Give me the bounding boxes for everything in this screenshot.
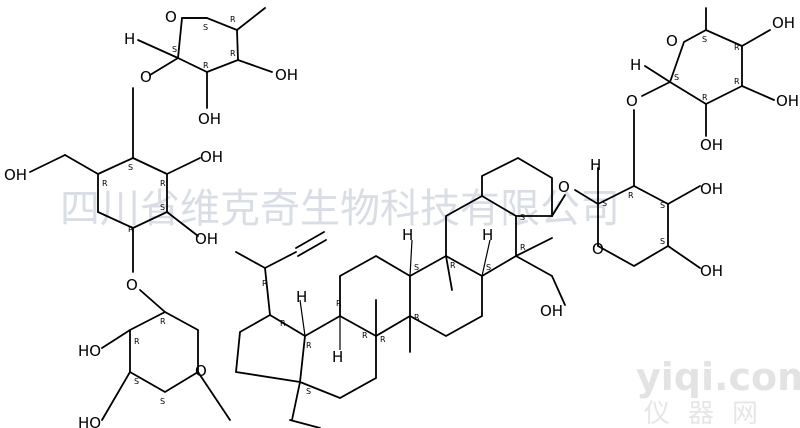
- logo-sub-watermark: 仪器网: [644, 399, 776, 428]
- ring-oxygen-link-2: O: [126, 276, 138, 294]
- stereo-s-10: S: [702, 35, 707, 44]
- oh-label-4: OH: [195, 230, 218, 248]
- h-label-core-2: H: [332, 348, 343, 366]
- h-label-1: H: [124, 30, 135, 48]
- ho-label-3: HO: [78, 414, 101, 428]
- stereo-r-10: R: [734, 43, 740, 52]
- oh-label-8: OH: [776, 92, 799, 110]
- sugar-ring-top-right: [641, 7, 775, 137]
- stereo-s-3: S: [128, 163, 133, 172]
- stereo-r-7: R: [160, 317, 166, 326]
- stereo-s-7: S: [602, 199, 607, 208]
- stereo-r-core-2: R: [262, 279, 268, 288]
- oh-label-3: OH: [200, 148, 223, 166]
- oh-label-6: OH: [700, 262, 723, 280]
- ring-oxygen-link-1: O: [140, 68, 152, 86]
- oh-label-9: OH: [700, 136, 723, 154]
- stereo-r-core-1: R: [280, 319, 286, 328]
- stereo-s-core-2: S: [486, 263, 491, 272]
- triterpene-core: [235, 156, 566, 428]
- stereo-r-6: R: [102, 179, 108, 188]
- h-label-2: H: [590, 156, 601, 174]
- ring-oxygen-4: O: [666, 32, 678, 50]
- h-label-core-4: H: [482, 226, 493, 244]
- company-watermark: 四川省维克奇生物科技有限公司: [60, 186, 620, 232]
- h-label-core-3: H: [402, 226, 413, 244]
- stereo-r-2: R: [230, 49, 236, 58]
- sugar-ring-top-left: [137, 7, 273, 109]
- oh-label-core: OH: [540, 302, 563, 320]
- stereo-s-1: S: [203, 23, 208, 32]
- stereo-r-core-4: R: [336, 299, 342, 308]
- stereo-r-11: R: [734, 77, 740, 86]
- oh-label-1: OH: [275, 66, 298, 84]
- ring-oxygen-link-3: O: [558, 178, 570, 196]
- stereo-r-4: R: [160, 179, 166, 188]
- stereo-r-12: R: [702, 93, 708, 102]
- stereo-s-core-3: S: [520, 213, 525, 222]
- stereo-s-2: S: [172, 45, 177, 54]
- ho-label-1: OH: [4, 166, 27, 184]
- oh-label-2: OH: [198, 110, 221, 128]
- sugar-ring-mid-left: [29, 87, 201, 273]
- stereo-r-8: R: [134, 337, 140, 346]
- ring-oxygen-3: O: [592, 240, 604, 258]
- stereo-s-core-1: S: [414, 263, 419, 272]
- stereo-s-5: S: [134, 377, 139, 386]
- ring-oxygen-1: O: [165, 8, 177, 26]
- stereo-r-core-5: R: [362, 331, 368, 340]
- stereo-s-8: S: [660, 201, 665, 210]
- h-label-3: H: [630, 56, 641, 74]
- oh-label-7: OH: [772, 14, 795, 32]
- ring-oxygen-link-4: O: [626, 92, 638, 110]
- sugar-ring-right-mid: [574, 109, 701, 269]
- stereo-r-core-8: R: [450, 261, 456, 270]
- stereo-s-core-4: S: [306, 387, 311, 396]
- ho-label-2: HO: [78, 342, 101, 360]
- h-label-core-1: H: [296, 288, 307, 306]
- stereo-r-core-3: R: [306, 341, 312, 350]
- stereo-r-core-7: R: [414, 313, 420, 322]
- stereo-s-4: S: [160, 203, 165, 212]
- stereo-s-11: S: [674, 73, 679, 82]
- stereo-s-6: S: [160, 397, 165, 406]
- stereo-r-1: R: [230, 15, 236, 24]
- logo-watermark: yiqi.com: [636, 355, 800, 399]
- ring-oxygen-2: O: [195, 362, 207, 380]
- stereo-r-9: R: [628, 191, 634, 200]
- stereo-s-9: S: [660, 237, 665, 246]
- sugar-ring-bottom-left: [101, 289, 231, 421]
- stereo-r-core-6: R: [380, 335, 386, 344]
- stereo-r-3: R: [203, 61, 209, 70]
- oh-label-5: OH: [700, 180, 723, 198]
- stereo-r-core-9: R: [520, 243, 526, 252]
- stereo-r-5: R: [128, 225, 134, 234]
